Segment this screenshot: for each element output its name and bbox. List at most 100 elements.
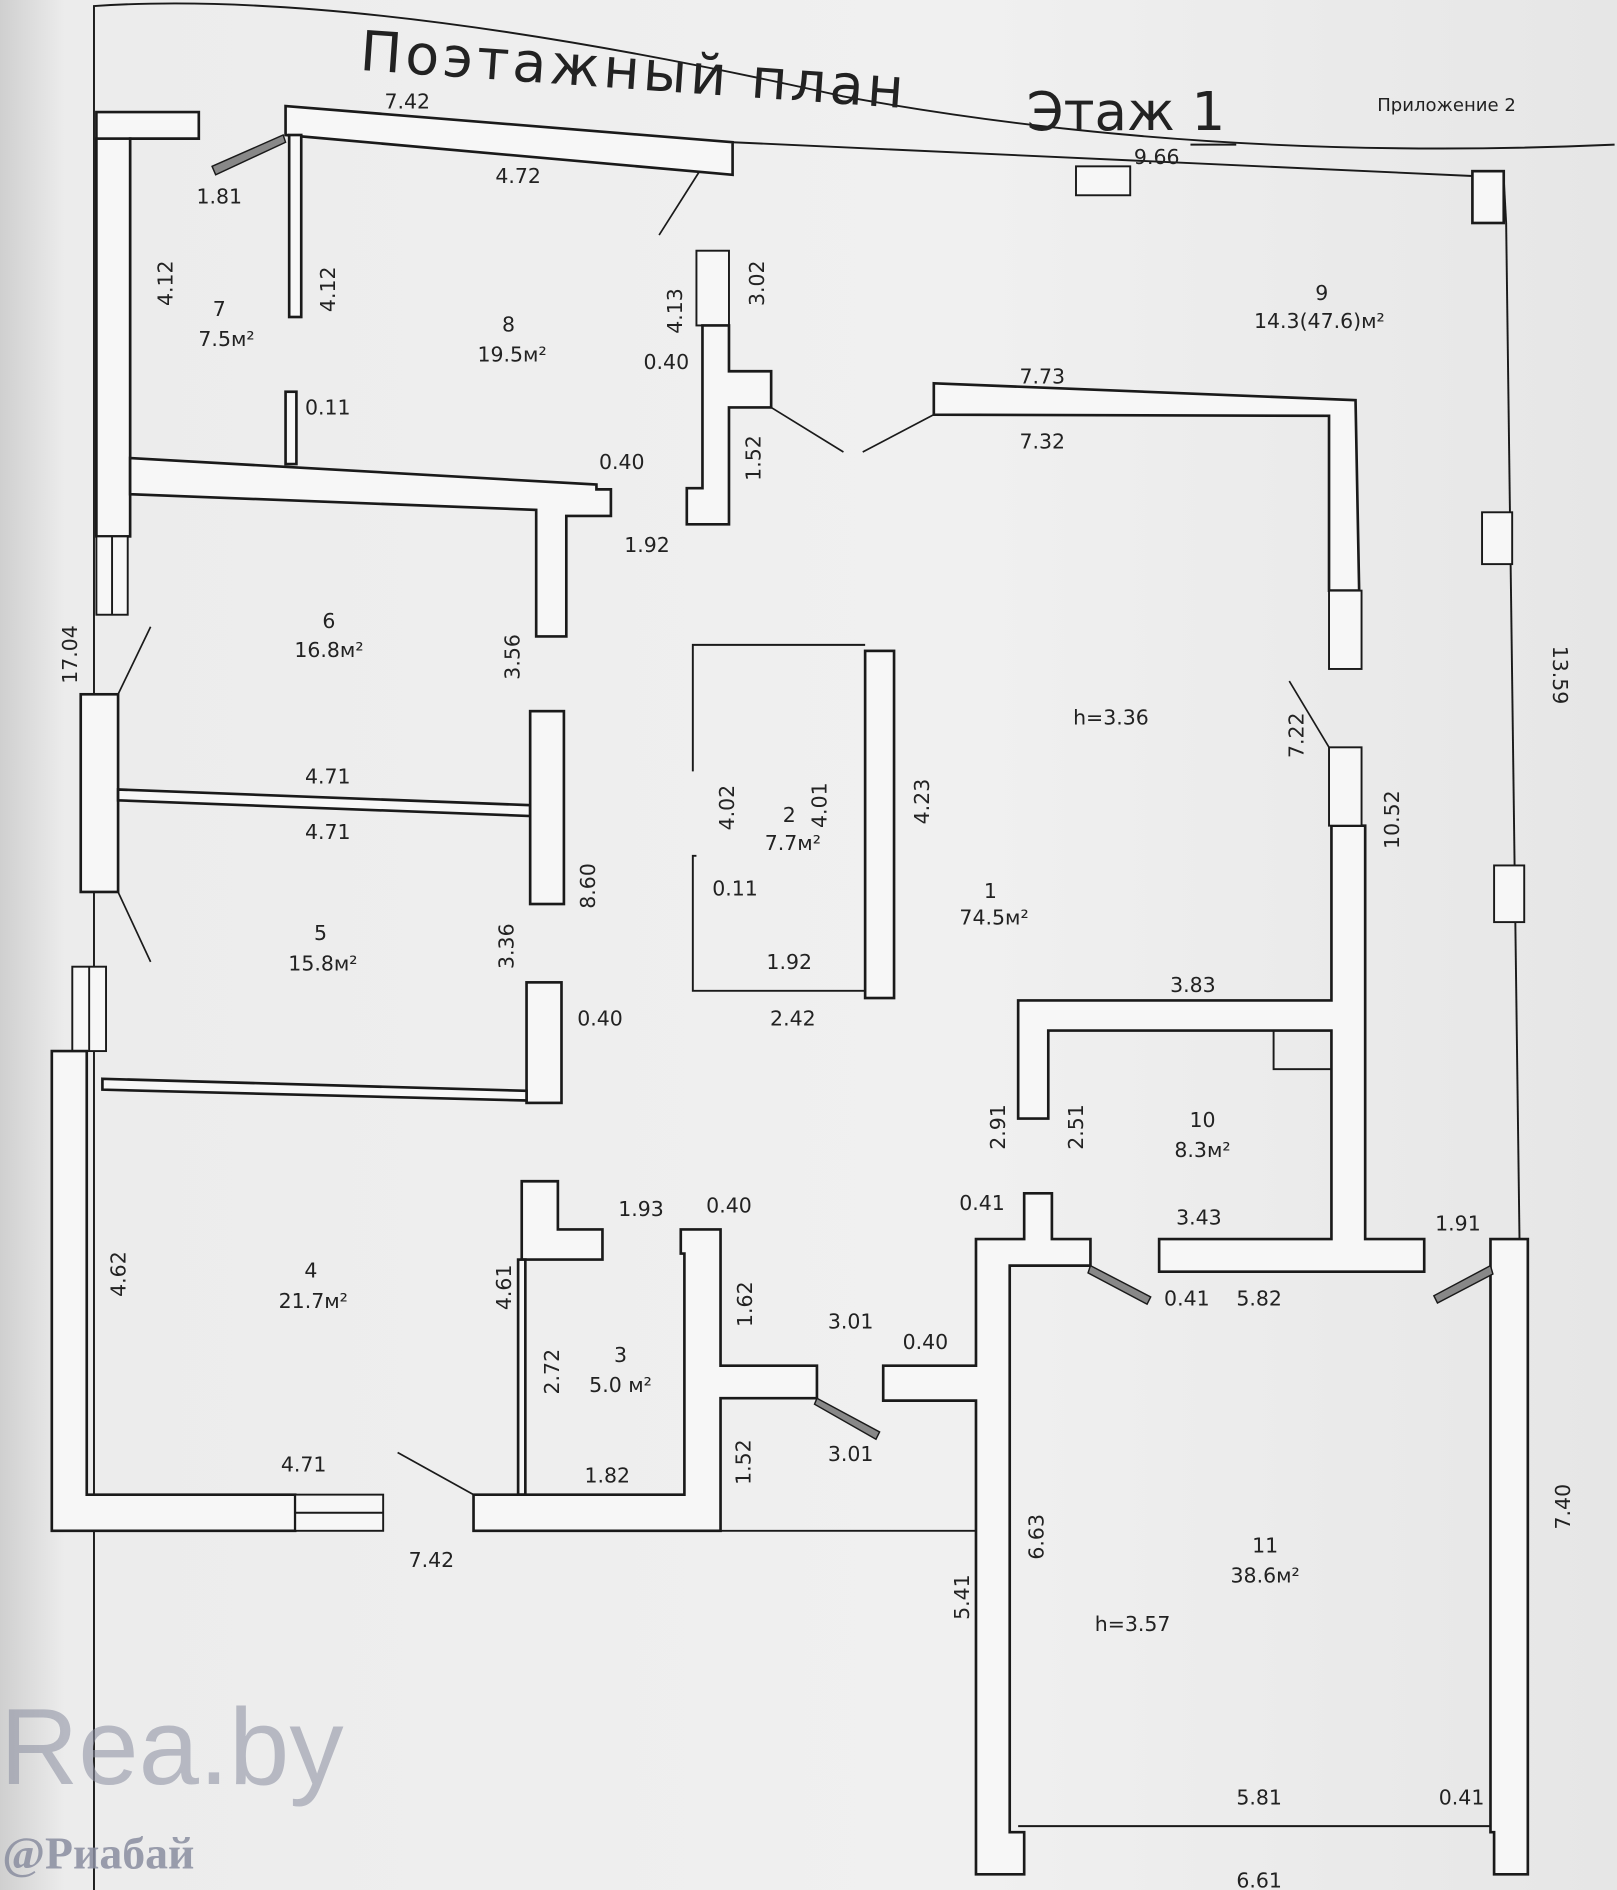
window xyxy=(1328,746,1363,827)
dim-label: 0.40 xyxy=(706,1194,752,1218)
dim-label: 0.11 xyxy=(305,396,351,420)
door xyxy=(813,1397,881,1441)
dim-label: 4.71 xyxy=(305,764,351,788)
wall xyxy=(1471,169,1506,225)
floor-label: Этаж 1 xyxy=(1027,81,1226,143)
room-10-area: 8.3м² xyxy=(1174,1138,1230,1162)
room-2-outline xyxy=(691,643,866,992)
window xyxy=(1075,165,1132,197)
partition xyxy=(287,133,303,319)
room-6-area: 16.8м² xyxy=(294,638,363,662)
dim-label: 2.91 xyxy=(986,1104,1010,1150)
room-9-number: 9 xyxy=(1315,281,1328,305)
partition xyxy=(101,1077,528,1102)
room-9-area: 14.3(47.6)м² xyxy=(1254,309,1385,333)
dim-label: 6.63 xyxy=(1024,1514,1048,1560)
wall xyxy=(932,381,1361,592)
dimension-labels: 7.42 4.72 1.81 4.12 4.12 0.11 4.13 3.02 … xyxy=(58,89,1575,1890)
dim-label: 13.59 xyxy=(1548,646,1572,705)
dim-label: 1.91 xyxy=(1435,1212,1481,1236)
room-11-number: 11 xyxy=(1252,1533,1278,1557)
outer-wall-line xyxy=(732,141,1473,177)
dim-label: 1.92 xyxy=(624,533,670,557)
dim-label: 1.52 xyxy=(741,435,765,481)
dim-label: 2.72 xyxy=(540,1349,564,1395)
door xyxy=(770,406,844,453)
wall xyxy=(128,456,613,638)
dim-label: 5.41 xyxy=(950,1574,974,1620)
wall xyxy=(525,981,563,1105)
dim-label: 2.42 xyxy=(770,1007,816,1031)
dim-label: 0.40 xyxy=(577,1007,623,1031)
dim-label: 4.12 xyxy=(316,266,340,312)
room-4-number: 4 xyxy=(304,1259,317,1283)
wall xyxy=(284,104,734,177)
dim-label: 3.01 xyxy=(828,1309,874,1333)
room-4-area: 21.7м² xyxy=(279,1289,348,1313)
wall xyxy=(528,709,566,906)
door xyxy=(397,1451,474,1496)
dim-label: 1.93 xyxy=(618,1197,664,1221)
dim-label: 5.81 xyxy=(1236,1785,1282,1809)
door xyxy=(117,626,152,695)
door xyxy=(658,171,700,236)
plan-title: Поэтажный план xyxy=(358,20,909,122)
door xyxy=(1087,1264,1152,1306)
dim-label: 3.02 xyxy=(745,260,769,306)
room-5-area: 15.8м² xyxy=(288,951,357,975)
dim-label: 17.04 xyxy=(58,625,82,684)
room-8-number: 8 xyxy=(502,312,515,336)
dim-label: 3.36 xyxy=(494,923,518,969)
dim-label: 7.42 xyxy=(384,89,430,113)
dim-label: 0.40 xyxy=(903,1330,949,1354)
door xyxy=(117,891,152,963)
dim-label: 3.43 xyxy=(1176,1206,1222,1230)
room-8-area: 19.5м² xyxy=(477,343,546,367)
dim-label: 1.92 xyxy=(766,950,812,974)
dim-label: 0.41 xyxy=(1164,1286,1210,1310)
door xyxy=(862,413,935,453)
wall xyxy=(881,1191,1092,1876)
outer-wall-line xyxy=(1502,178,1508,224)
watermark-tag: @Риабай xyxy=(2,1827,194,1878)
dim-label: 0.40 xyxy=(644,350,690,374)
dim-label: 1.62 xyxy=(733,1281,757,1327)
dim-label: 7.32 xyxy=(1019,429,1065,453)
dim-label: 4.23 xyxy=(910,779,934,825)
wall xyxy=(95,137,132,538)
room-1-area: 74.5м² xyxy=(959,906,1028,930)
dim-label: 8.60 xyxy=(576,863,600,909)
door xyxy=(1432,1264,1494,1304)
dim-label: 3.56 xyxy=(500,634,524,680)
room-2-area: 7.7м² xyxy=(765,831,821,855)
dim-label: 7.40 xyxy=(1551,1484,1575,1530)
door xyxy=(211,134,287,176)
appendix-label: Приложение 2 xyxy=(1377,95,1516,116)
wall xyxy=(1489,1237,1530,1876)
room-5-number: 5 xyxy=(314,921,327,945)
dim-label: 10.52 xyxy=(1380,790,1404,849)
room-1-number: 1 xyxy=(984,879,997,903)
dim-label: 1.52 xyxy=(732,1439,756,1485)
room-10-number: 10 xyxy=(1189,1108,1215,1132)
window xyxy=(1493,864,1526,924)
dim-label: 5.82 xyxy=(1236,1286,1282,1310)
room-7-number: 7 xyxy=(213,297,226,321)
room-1-height: h=3.36 xyxy=(1073,705,1149,729)
room-3-area: 5.0 м² xyxy=(589,1373,652,1397)
dim-label: 9.66 xyxy=(1134,145,1180,169)
doors xyxy=(117,134,1494,1496)
wall xyxy=(79,692,120,894)
dim-label: 7.42 xyxy=(409,1548,455,1572)
wall xyxy=(685,324,773,526)
dim-label: 4.62 xyxy=(106,1251,130,1297)
partition xyxy=(116,788,532,818)
room-6-number: 6 xyxy=(322,609,335,633)
dim-label: 0.40 xyxy=(599,450,645,474)
room-11-area: 38.6м² xyxy=(1231,1564,1300,1588)
dim-label: 0.41 xyxy=(1439,1785,1485,1809)
dim-label: 3.83 xyxy=(1170,973,1216,997)
room-11-height: h=3.57 xyxy=(1095,1612,1171,1636)
dim-label: 4.01 xyxy=(808,782,832,828)
